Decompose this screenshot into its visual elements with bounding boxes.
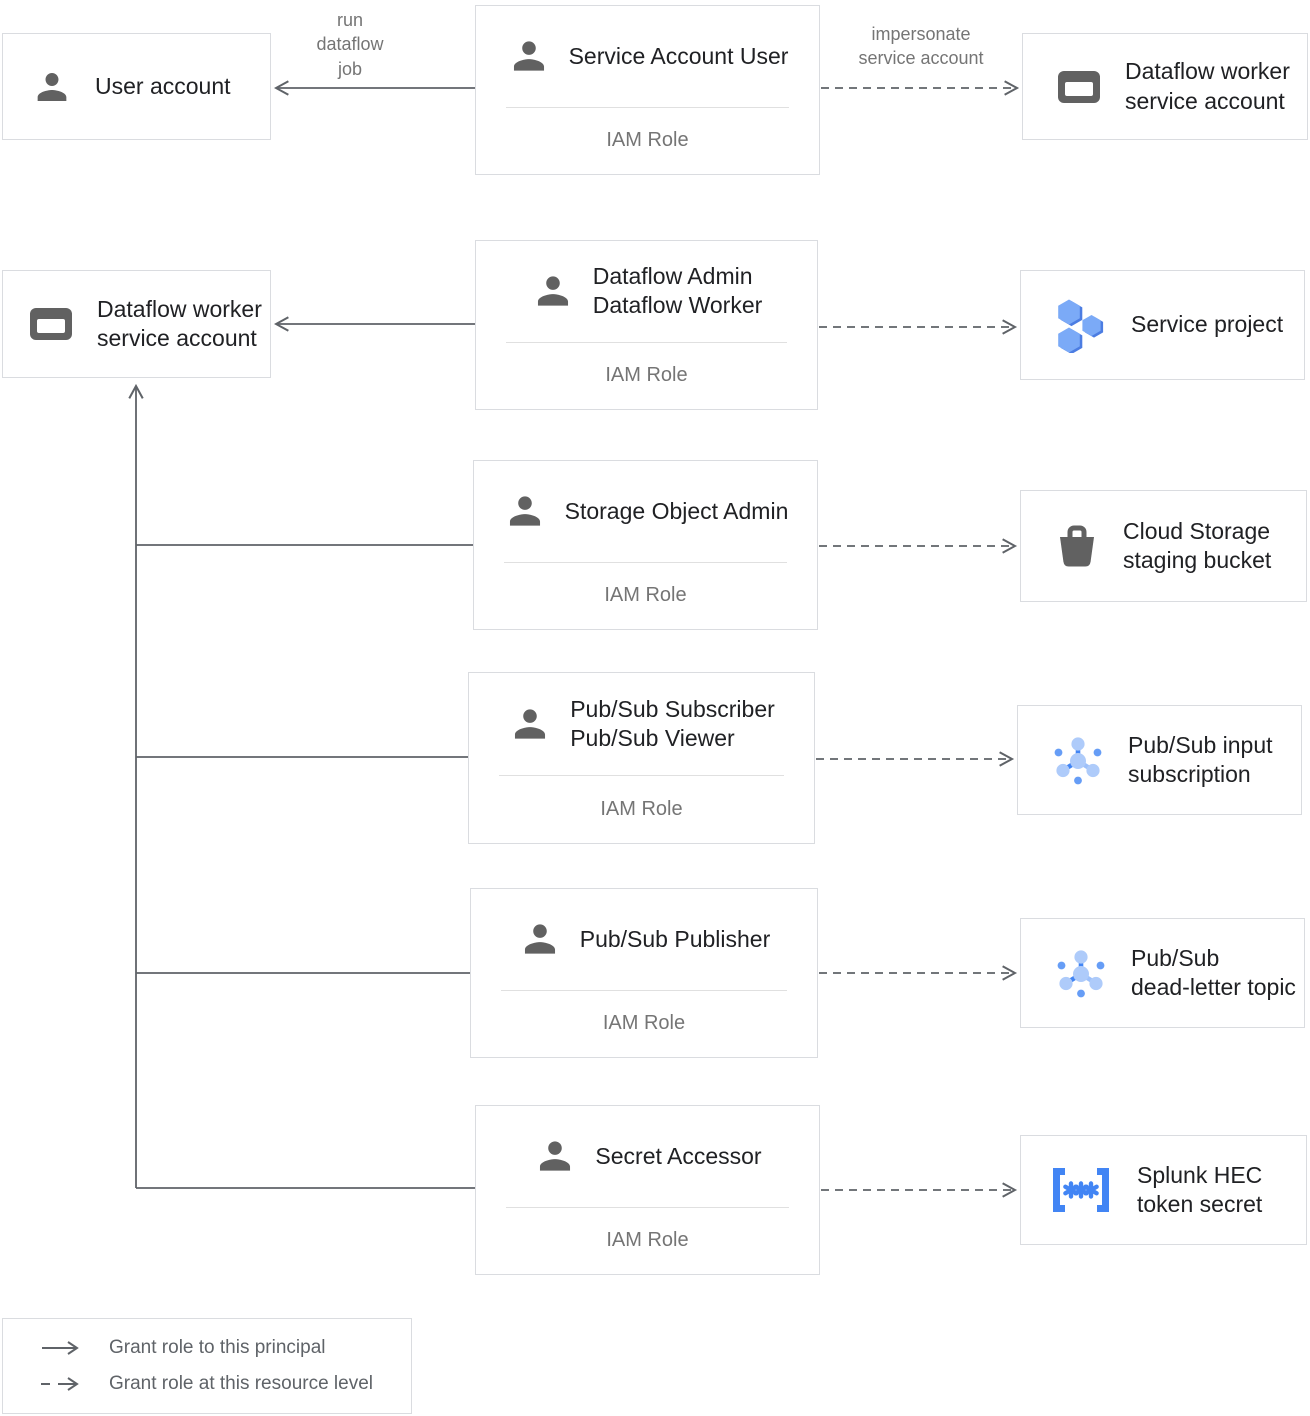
- person-icon: [540, 1141, 571, 1172]
- divider: [504, 561, 787, 563]
- divider: [506, 106, 789, 108]
- pubsub-icon: [1054, 737, 1102, 785]
- secret-icon: [1053, 1168, 1109, 1212]
- divider: [501, 989, 787, 991]
- legend: Grant role to this principal Grant role …: [2, 1318, 412, 1414]
- node-storage-object-admin: Storage Object Admin IAM Role: [473, 460, 818, 630]
- iam-role-label: IAM Role: [604, 584, 687, 607]
- node-secret-accessor: Secret Accessor IAM Role: [475, 1105, 820, 1275]
- storage-bucket-icon: [1060, 525, 1094, 567]
- service-account-icon: [30, 308, 72, 340]
- iam-role-title: Dataflow Admin Dataflow Worker: [592, 262, 763, 319]
- node-cloud-storage-staging-bucket: Cloud Storage staging bucket: [1020, 490, 1307, 602]
- node-label: Cloud Storage staging bucket: [1123, 517, 1272, 573]
- node-splunk-hec-token-secret: Splunk HEC token secret: [1020, 1135, 1307, 1245]
- person-icon: [37, 72, 67, 101]
- divider: [499, 775, 784, 776]
- person-icon: [513, 41, 544, 72]
- node-label: Dataflow worker service account: [1125, 58, 1290, 114]
- solid-arrow-icon: [42, 1341, 79, 1355]
- iam-role-label: IAM Role: [606, 129, 689, 152]
- project-hexagons-icon: [1058, 299, 1104, 353]
- iam-role-label: IAM Role: [602, 1012, 686, 1035]
- person-icon: [537, 276, 568, 307]
- legend-row-solid: Grant role to this principal: [39, 1337, 411, 1359]
- iam-role-label: IAM Role: [606, 1229, 689, 1252]
- node-service-project: Service project: [1020, 270, 1305, 380]
- dashed-arrow-icon: [41, 1377, 79, 1391]
- iam-role-title: Secret Accessor: [595, 1142, 762, 1169]
- legend-row-dashed: Grant role at this resource level: [39, 1373, 411, 1395]
- node-dataflow-worker-sa-top: Dataflow worker service account: [1022, 33, 1308, 140]
- divider: [506, 1206, 789, 1208]
- node-label: Service project: [1131, 311, 1284, 338]
- iam-role-label: IAM Role: [600, 798, 683, 820]
- edge-label-impersonate: impersonate service account: [858, 24, 984, 69]
- pubsub-icon: [1057, 950, 1105, 998]
- node-label: Pub/Sub dead-letter topic: [1131, 944, 1296, 1000]
- node-pubsub-input-subscription: Pub/Sub input subscription: [1017, 705, 1302, 815]
- person-icon: [524, 924, 555, 955]
- node-label: User account: [95, 72, 231, 99]
- node-label: Splunk HEC token secret: [1137, 1161, 1263, 1217]
- node-pubsub-publisher: Pub/Sub Publisher IAM Role: [470, 888, 818, 1058]
- legend-label-dashed: Grant role at this resource level: [109, 1373, 374, 1394]
- divider: [506, 341, 787, 343]
- node-dataflow-worker-sa-left: Dataflow worker service account: [2, 270, 271, 378]
- iam-role-title: Pub/Sub Subscriber Pub/Sub Viewer: [570, 695, 775, 751]
- node-pubsub-subscriber-viewer: Pub/Sub Subscriber Pub/Sub Viewer IAM Ro…: [468, 672, 815, 844]
- iam-role-title: Storage Object Admin: [564, 497, 789, 524]
- legend-label-solid: Grant role to this principal: [109, 1337, 326, 1358]
- node-service-account-user: Service Account User IAM Role: [475, 5, 820, 175]
- node-pubsub-dead-letter-topic: Pub/Sub dead-letter topic: [1020, 918, 1305, 1028]
- node-label: Pub/Sub input subscription: [1128, 731, 1273, 787]
- edge-label-run-dataflow-job: run dataflow job: [316, 10, 384, 79]
- node-dataflow-admin-worker: Dataflow Admin Dataflow Worker IAM Role: [475, 240, 818, 410]
- node-label: Dataflow worker service account: [97, 295, 262, 351]
- iam-role-title: Pub/Sub Publisher: [579, 925, 771, 952]
- service-account-icon: [1058, 70, 1100, 103]
- iam-role-title: Service Account User: [568, 42, 789, 69]
- person-icon: [515, 709, 546, 739]
- node-user-account: User account: [2, 33, 271, 140]
- person-icon: [509, 496, 540, 527]
- iam-role-label: IAM Role: [605, 364, 688, 387]
